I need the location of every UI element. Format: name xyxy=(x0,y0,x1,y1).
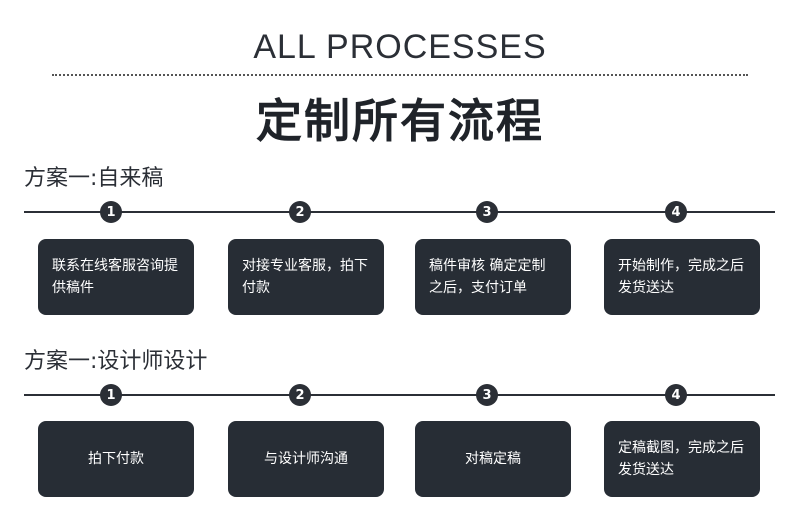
plan-2-step-2-number: 2 xyxy=(289,384,311,406)
plan-1-step-1-text: 联系在线客服咨询提供稿件 xyxy=(52,258,178,296)
plan-1-step-3-text: 稿件审核 确定定制之后，支付订单 xyxy=(429,258,546,296)
plan-1-step-1-card: 联系在线客服咨询提供稿件 xyxy=(38,239,194,315)
plan-2-step-2-card: 与设计师沟通 xyxy=(228,421,384,497)
plan-1-step-3-number: 3 xyxy=(476,201,498,223)
plan-2-step-1-text: 拍下付款 xyxy=(88,451,144,467)
title-divider xyxy=(52,74,748,76)
plan-2-step-1-number: 1 xyxy=(100,384,122,406)
plan-2-step-3-number: 3 xyxy=(476,384,498,406)
plan-2-step-4-text: 定稿截图，完成之后发货送达 xyxy=(618,440,744,478)
plan-2-step-3-card: 对稿定稿 xyxy=(415,421,571,497)
plan-2-step-3-text: 对稿定稿 xyxy=(465,451,521,467)
plan-2-step-4-card: 定稿截图，完成之后发货送达 xyxy=(604,421,760,497)
plan-1-step-4-text: 开始制作，完成之后发货送达 xyxy=(618,258,744,296)
plan-1-step-2-number: 2 xyxy=(289,201,311,223)
page-title: 定制所有流程 xyxy=(256,94,544,148)
plan-1-timeline xyxy=(24,211,775,213)
plan-1-step-2-text: 对接专业客服，拍下付款 xyxy=(242,258,368,296)
plan-1-title: 方案一:自来稿 xyxy=(24,166,164,191)
plan-1-step-4-card: 开始制作，完成之后发货送达 xyxy=(604,239,760,315)
plan-2-timeline xyxy=(24,394,775,396)
plan-2-title: 方案一:设计师设计 xyxy=(24,349,208,374)
plan-2-step-2-text: 与设计师沟通 xyxy=(264,451,348,467)
english-title: ALL PROCESSES xyxy=(253,28,547,66)
plan-2-step-4-number: 4 xyxy=(665,384,687,406)
plan-1-step-1-number: 1 xyxy=(100,201,122,223)
plan-1-step-3-card: 稿件审核 确定定制之后，支付订单 xyxy=(415,239,571,315)
plan-2-step-1-card: 拍下付款 xyxy=(38,421,194,497)
plan-1-step-2-card: 对接专业客服，拍下付款 xyxy=(228,239,384,315)
plan-1-step-4-number: 4 xyxy=(665,201,687,223)
